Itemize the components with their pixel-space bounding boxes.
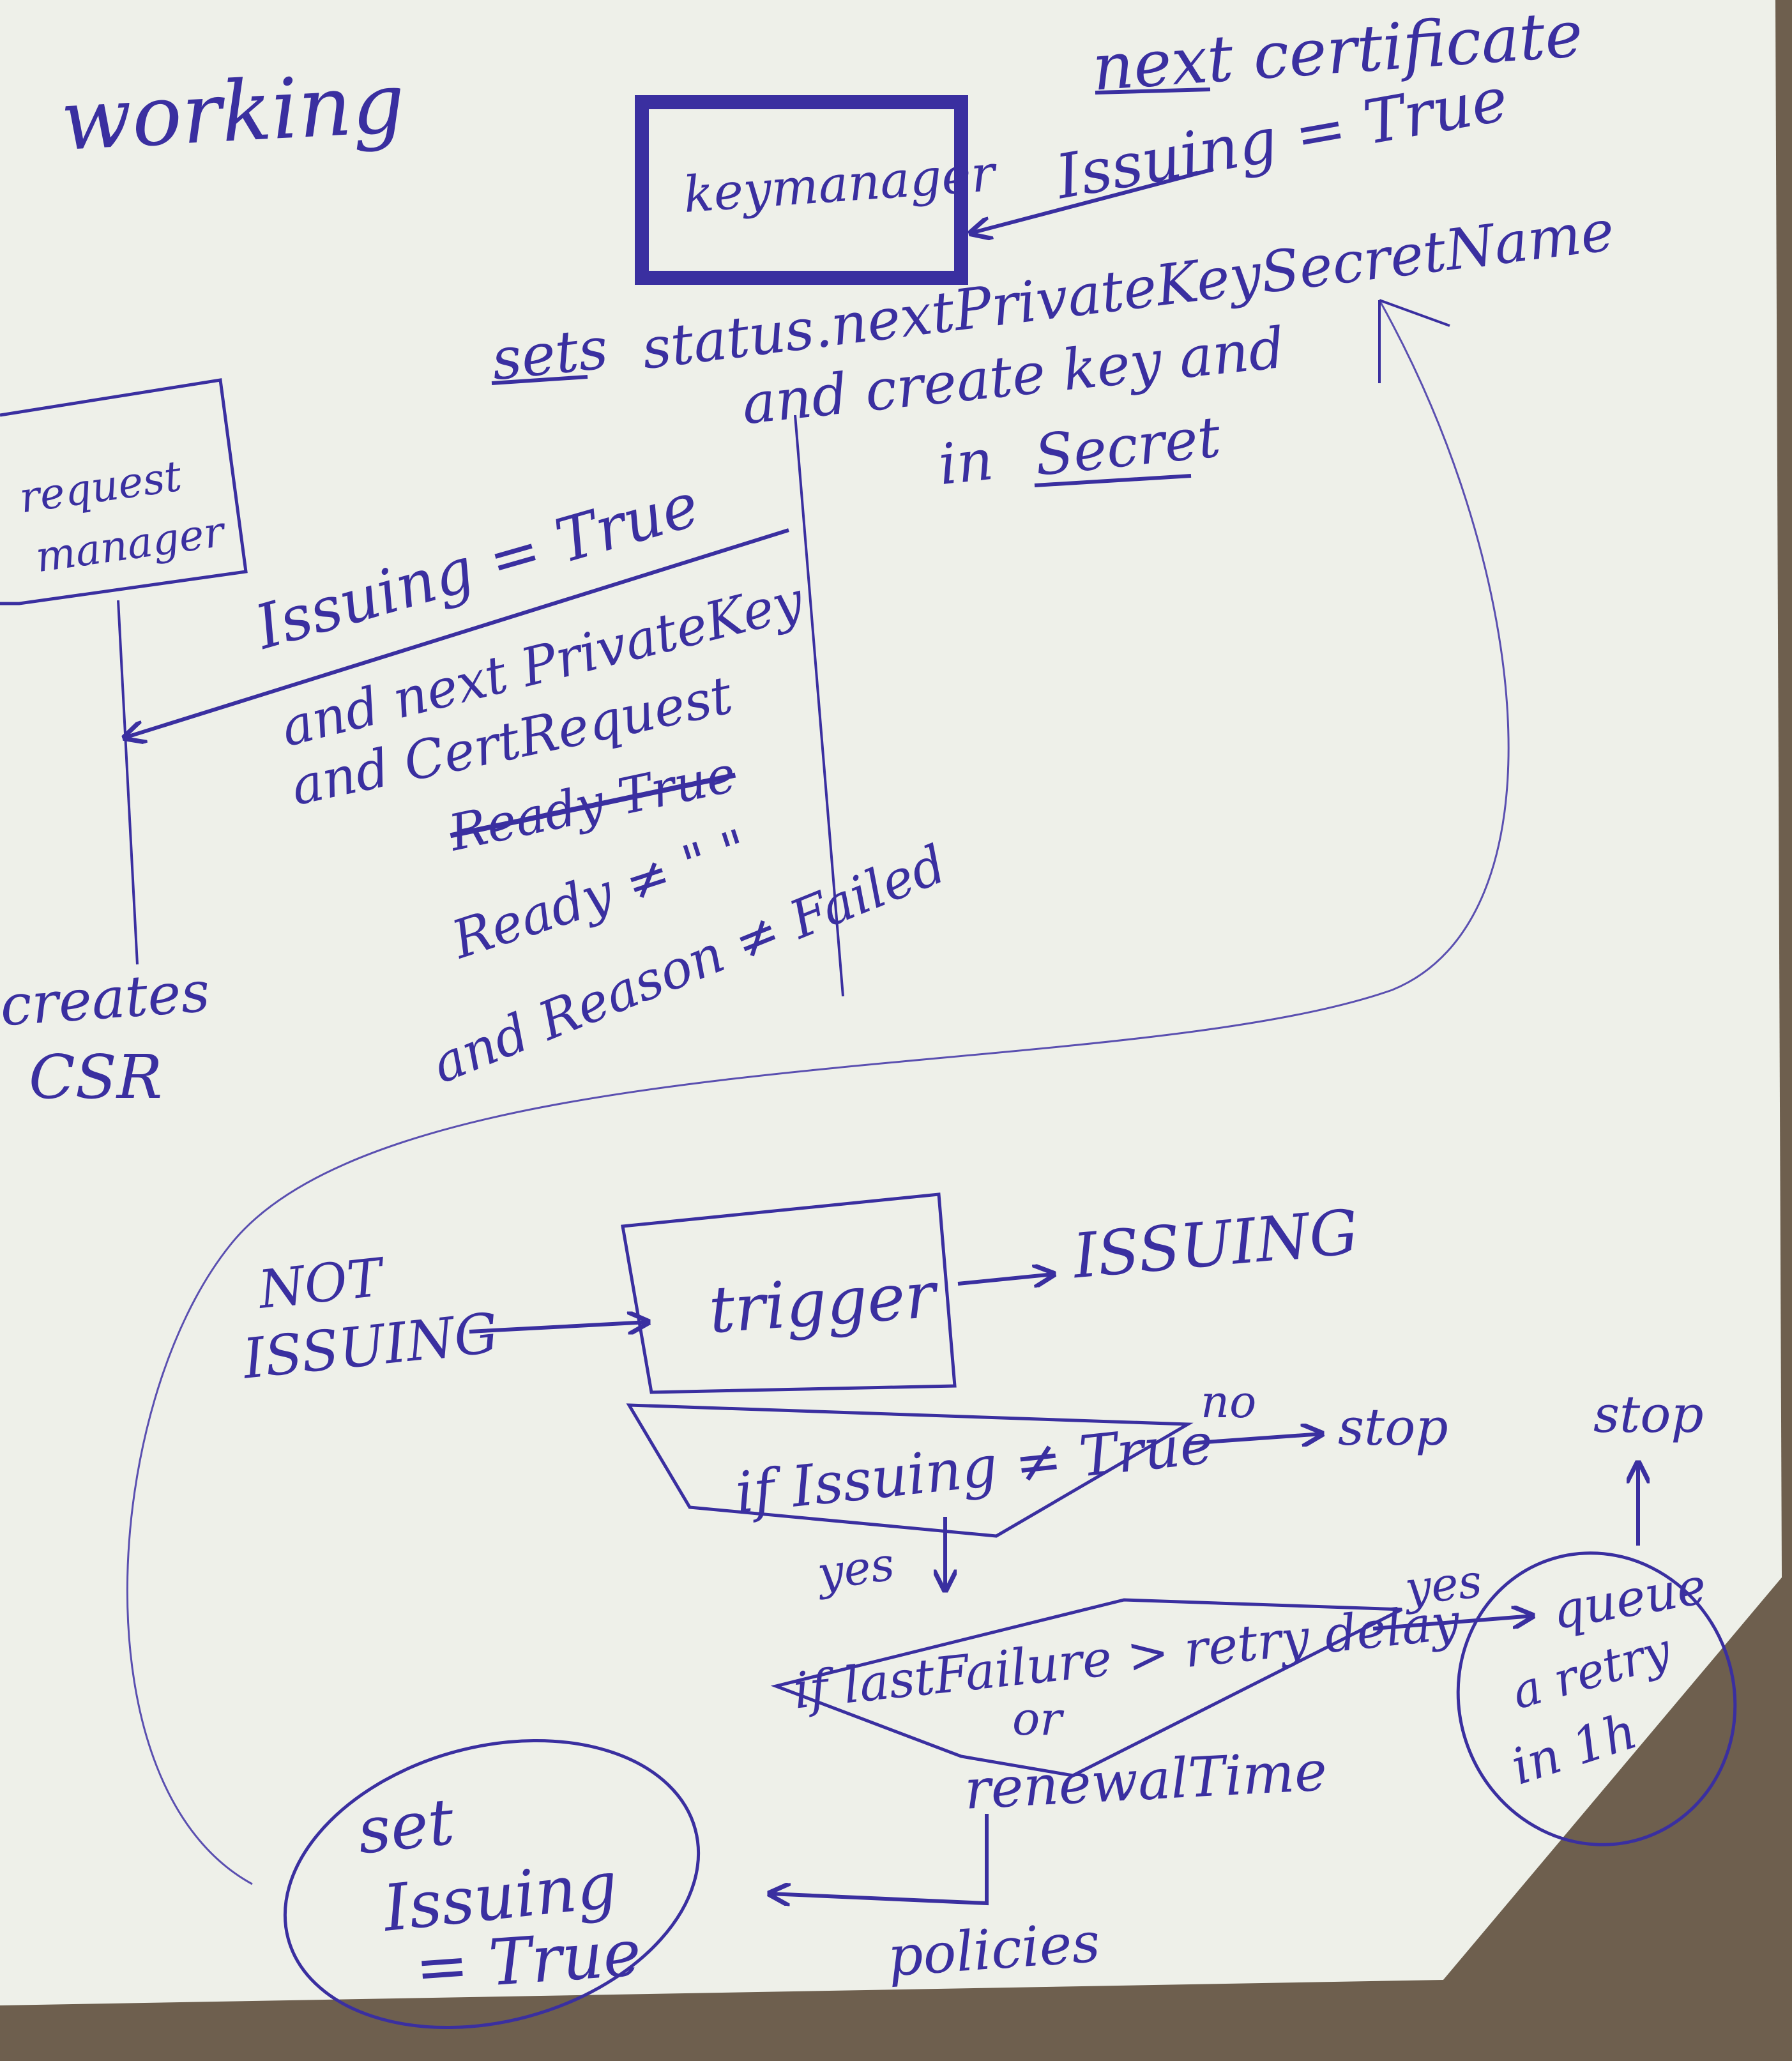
in-label: in [935,426,996,498]
decision1-no-arrow [1187,1434,1322,1443]
requestmanager-box [0,378,248,605]
trigger-box [621,1192,957,1394]
decision2-yes-arrow [1372,1616,1533,1631]
loop-connector-arrowhead-b [1379,299,1450,327]
keymanager-box [635,95,968,285]
decision1-stop-label: stop [1338,1397,1448,1457]
folded-corner [1443,1578,1792,2061]
policies-label: policies [885,1910,1102,1989]
next-underline [1095,87,1211,95]
decision2-line2: or [1012,1692,1062,1745]
keymanager-input-arrow [971,167,1214,233]
trigger-label: trigger [706,1257,938,1348]
creates-label: creates [0,958,212,1039]
requestmanager-input-arrow [125,528,789,738]
queue-ellipse [1456,1551,1737,1846]
decision1-diamond [626,1403,1194,1538]
keymanager-lifeline [794,414,844,997]
queue-stop-label: stop [1593,1385,1704,1444]
decision1-yes-label: yes [814,1537,898,1601]
set-issuing-line3: = True [413,1915,644,2006]
decision2-diamond [770,1598,1403,1777]
page-title: working [58,54,407,169]
set-issuing-line1: set [354,1784,458,1869]
decision1-no-label: no [1201,1376,1257,1428]
loop-connector [126,300,1510,1885]
sets-label: sets [488,314,611,394]
requestmanager-lifeline [117,600,139,965]
sets-underline [491,375,588,385]
not-issuing-arrow [469,1322,648,1332]
secret-underline [1034,474,1192,487]
decision2-yes-label: yes [1402,1553,1485,1616]
policies-path [770,1814,989,1903]
paper-sheet [0,0,1782,2005]
not-issuing-line1: NOT [255,1247,386,1321]
set-issuing-ellipse [283,1738,701,2030]
issuing-output-arrow [957,1274,1054,1284]
csr-label: CSR [29,1042,163,1113]
